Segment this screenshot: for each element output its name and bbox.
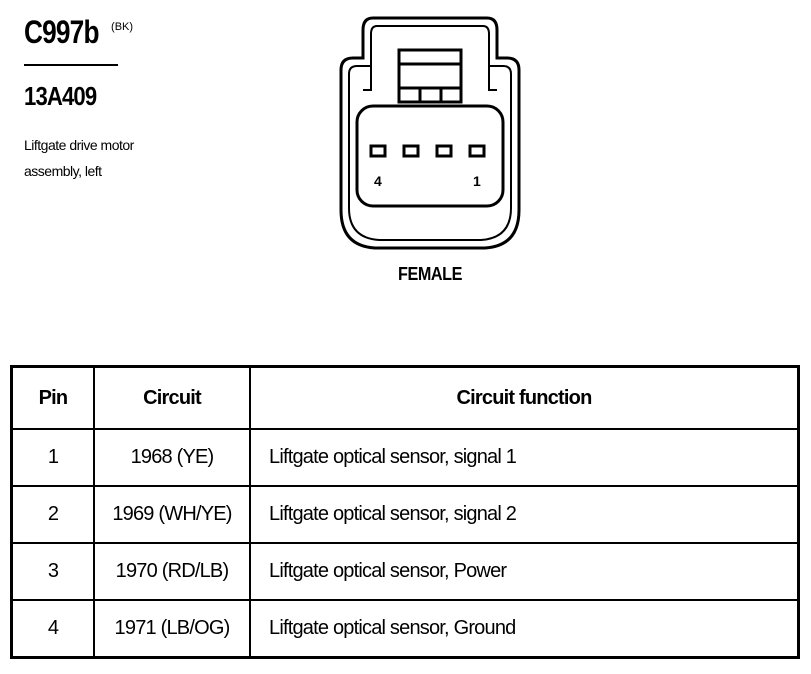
header-circuit: Circuit xyxy=(93,365,251,430)
header-divider xyxy=(24,64,118,66)
header-pin: Pin xyxy=(10,365,95,430)
cell-circuit: 1968 (YE) xyxy=(93,428,251,487)
connector-latch xyxy=(397,48,463,104)
cell-circuit-function: Liftgate optical sensor, Power xyxy=(249,542,800,601)
cell-pin: 2 xyxy=(10,485,95,544)
part-number: 13A409 xyxy=(24,81,97,111)
pinout-table: Pin Circuit Circuit function 1 1968 (YE)… xyxy=(10,365,800,659)
cell-circuit: 1971 (LB/OG) xyxy=(93,599,251,659)
pin-number-right: 1 xyxy=(473,173,481,189)
cell-circuit-function: Liftgate optical sensor, signal 2 xyxy=(249,485,800,544)
table-row: 4 1971 (LB/OG) Liftgate optical sensor, … xyxy=(10,599,800,659)
cell-pin: 1 xyxy=(10,428,95,487)
connector-pin-body xyxy=(355,104,505,208)
connector-notch-left xyxy=(363,66,372,91)
cell-circuit: 1969 (WH/YE) xyxy=(93,485,251,544)
pin-cavity-1 xyxy=(468,144,486,158)
cell-circuit-function: Liftgate optical sensor, Ground xyxy=(249,599,800,659)
connector-notch-right xyxy=(488,66,497,91)
connector-header: C997b (BK) 13A409 Liftgate drive motor a… xyxy=(24,12,204,184)
table-row: 1 1968 (YE) Liftgate optical sensor, sig… xyxy=(10,428,800,487)
pin-cavity-2 xyxy=(435,144,453,158)
table-row: 2 1969 (WH/YE) Liftgate optical sensor, … xyxy=(10,485,800,544)
header-circuit-function: Circuit function xyxy=(249,365,800,430)
connector-id: C997b xyxy=(24,14,99,50)
connector-inner-outline xyxy=(348,25,512,241)
connector-description: Liftgate drive motor assembly, left xyxy=(24,137,134,179)
cell-circuit-function: Liftgate optical sensor, signal 1 xyxy=(249,428,800,487)
table-row: 3 1970 (RD/LB) Liftgate optical sensor, … xyxy=(10,542,800,601)
connector-face-svg: 4 1 xyxy=(339,16,521,250)
connector-outer-housing xyxy=(339,16,521,250)
pin-cavity-3 xyxy=(402,144,420,158)
connector-color-code: (BK) xyxy=(111,21,134,33)
connector-gender: FEMALE xyxy=(398,264,462,284)
connector-face-diagram: 4 1 FEMALE xyxy=(325,10,535,284)
pin-cavity-4 xyxy=(369,144,387,158)
connector-id-row: C997b (BK) xyxy=(24,12,204,52)
pin-number-left: 4 xyxy=(374,173,382,189)
cell-pin: 3 xyxy=(10,542,95,601)
table-header-row: Pin Circuit Circuit function xyxy=(10,365,800,430)
cell-pin: 4 xyxy=(10,599,95,659)
cell-circuit: 1970 (RD/LB) xyxy=(93,542,251,601)
